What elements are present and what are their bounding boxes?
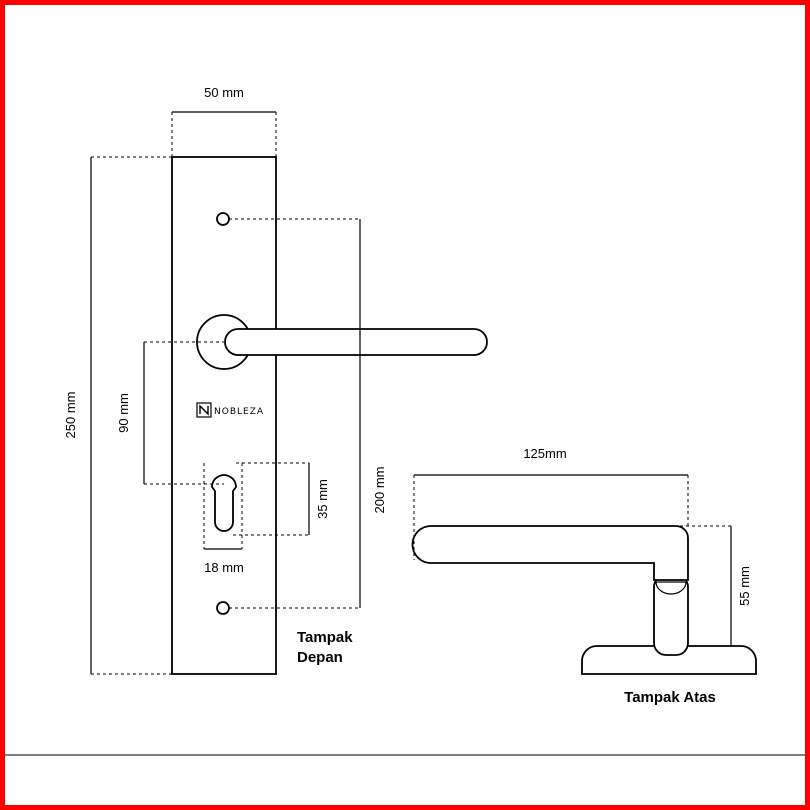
spacing-90-label: 90 mm (116, 393, 131, 433)
projection-label: 55 mm (737, 566, 752, 606)
top-view-caption: Tampak Atas (624, 689, 716, 706)
dim-width-50: 50 mm (171, 85, 277, 157)
front-view-caption-line1: Tampak (297, 629, 353, 646)
front-lever (224, 328, 488, 356)
rose-base (581, 645, 757, 675)
dim-cylinder-width-18: 18 mm (203, 463, 244, 575)
top-screw-hole (216, 212, 230, 226)
length-label: 125mm (523, 446, 566, 461)
backplate (171, 156, 277, 675)
dim-handle-to-cylinder-90: 90 mm (116, 341, 224, 485)
dim-hole-spacing-200: 200 mm (229, 218, 387, 609)
handle-neck (653, 574, 689, 656)
cylinder-height-label: 35 mm (315, 479, 330, 519)
dim-cylinder-height-35: 35 mm (233, 462, 330, 536)
width-label: 50 mm (204, 85, 244, 100)
cylinder-cutout (211, 474, 237, 532)
height-label: 250 mm (63, 392, 78, 439)
bottom-screw-hole (216, 601, 230, 615)
cylinder-width-label: 18 mm (204, 560, 244, 575)
nobleza-logo: NOBLEZA (196, 402, 264, 418)
dim-height-250: 250 mm (63, 156, 172, 675)
spacing-200-label: 200 mm (372, 467, 387, 514)
logo-text: NOBLEZA (214, 407, 264, 417)
neck-collar (655, 581, 687, 595)
top-view: 125mm 55 mm Tampak Atas (411, 446, 757, 706)
front-view-caption-line2: Depan (297, 649, 343, 666)
front-view: NOBLEZA 50 mm 250 mm 90 mm (63, 85, 488, 675)
dim-projection-55: 55 mm (680, 525, 752, 647)
top-lever (411, 525, 689, 581)
dim-length-125: 125mm (413, 446, 689, 560)
